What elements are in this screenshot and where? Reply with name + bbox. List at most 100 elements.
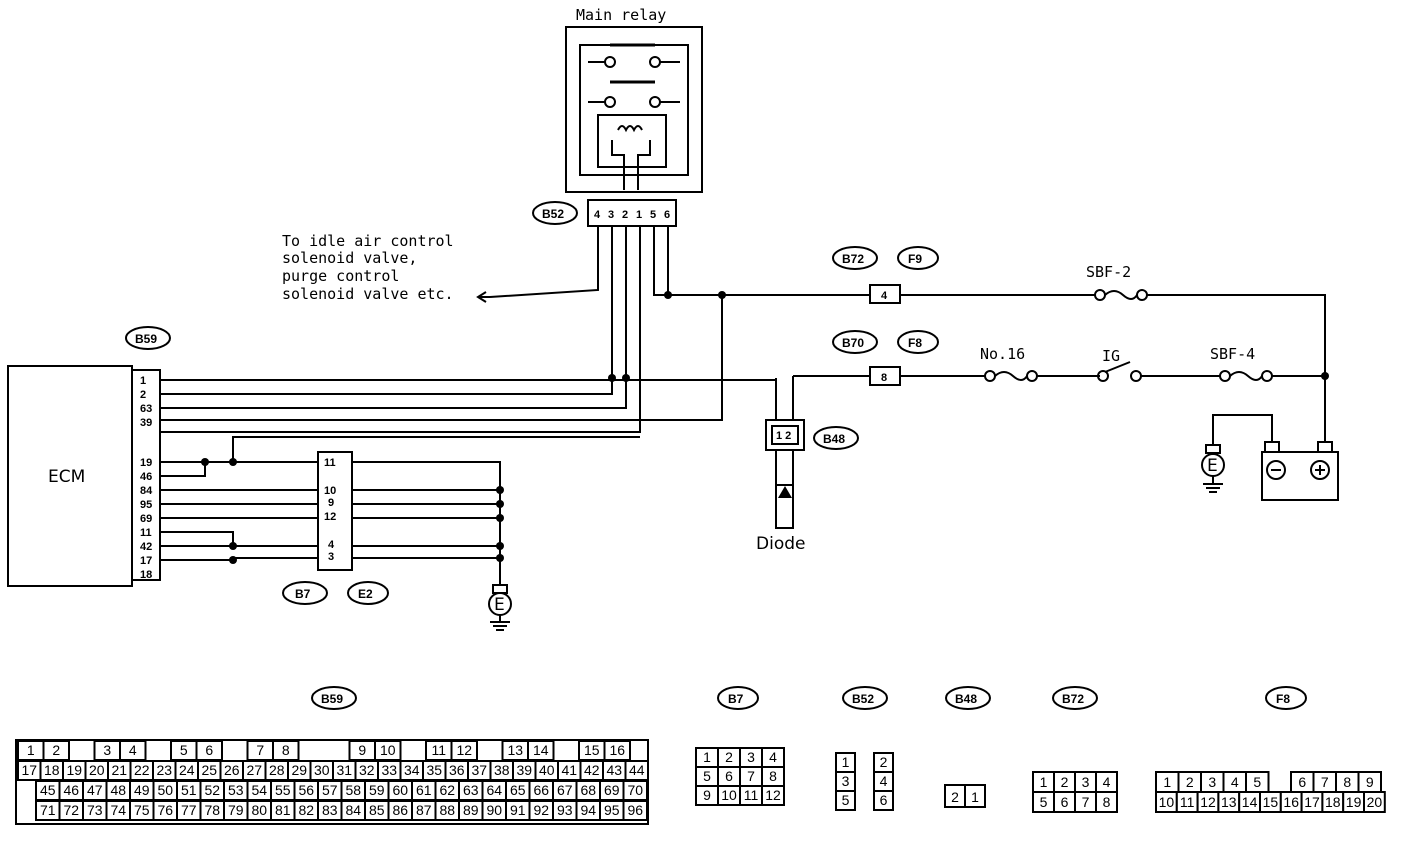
b7-pin: 9 — [328, 497, 334, 509]
b48-tag-label: B48 — [823, 432, 845, 446]
face-cell-label: 12 — [765, 787, 781, 803]
face-cell-label: 43 — [606, 762, 622, 778]
face-cell-label: 67 — [557, 782, 573, 798]
face-cell-label: 2 — [880, 754, 888, 770]
face-cell-label: 7 — [1082, 794, 1090, 810]
face-cell-label: 6 — [1298, 774, 1306, 790]
ecm-pin: 11 — [140, 527, 152, 539]
ecm-pin: 46 — [140, 471, 152, 483]
relay-pin: 6 — [664, 209, 670, 221]
wire-17 — [160, 557, 320, 561]
face-cell-label: 50 — [157, 782, 173, 798]
face-cell-label: 42 — [584, 762, 600, 778]
face-cell-label: 62 — [439, 782, 455, 798]
junction — [229, 542, 237, 550]
face-cell-label: 35 — [426, 762, 442, 778]
face-cell-label: 8 — [282, 742, 290, 758]
face-cell-label: 36 — [449, 762, 465, 778]
face-cell-label: 4 — [769, 749, 777, 765]
face-cell-label: 74 — [110, 802, 126, 818]
face-cell-label: 59 — [369, 782, 385, 798]
main-relay-title: Main relay — [576, 6, 666, 24]
face-cell — [1363, 791, 1386, 813]
face-cell-label: 57 — [322, 782, 338, 798]
face-cell-label: 40 — [539, 762, 555, 778]
face-cell-label: 47 — [87, 782, 103, 798]
face-cell-label: 30 — [314, 762, 330, 778]
face-cell-label: 55 — [275, 782, 291, 798]
face-cell-label: 81 — [275, 802, 291, 818]
f8-face-tag — [1265, 686, 1307, 710]
face-cell-label: 5 — [180, 742, 188, 758]
wire-battery — [1147, 294, 1326, 445]
face-cell-label: 77 — [181, 802, 197, 818]
face-cell — [964, 784, 986, 808]
ecm-pin: 69 — [140, 513, 152, 525]
face-cell-label: 45 — [40, 782, 56, 798]
face-cell-label: 9 — [703, 787, 711, 803]
face-cell-label: 60 — [392, 782, 408, 798]
wire-b7-ground — [352, 461, 501, 590]
ecm-pin: 42 — [140, 541, 152, 553]
b70-tag — [832, 330, 878, 354]
face-cell-label: 18 — [44, 762, 60, 778]
face-cell-label: 10 — [721, 787, 737, 803]
face-cell-label: 29 — [291, 762, 307, 778]
face-cell-label: 1 — [842, 754, 850, 770]
face-cell-label: 28 — [269, 762, 285, 778]
wire-ecm-63 — [160, 380, 627, 409]
face-cell-label: 76 — [157, 802, 173, 818]
face-cell-label: 20 — [89, 762, 105, 778]
wire-ecm-19-46 — [160, 461, 206, 477]
ecm-label: ECM — [48, 467, 85, 487]
face-cell-label: 3 — [747, 749, 755, 765]
face-cell-label: 9 — [358, 742, 366, 758]
face-cell-label: 2 — [1061, 774, 1069, 790]
no16-fuse — [984, 370, 1038, 382]
note-line-3: purge control — [282, 267, 399, 285]
face-cell-label: 75 — [134, 802, 150, 818]
face-cell-label: 8 — [1103, 794, 1111, 810]
diode-body — [775, 450, 794, 529]
face-cell — [835, 790, 856, 811]
face-cell-label: 5 — [703, 768, 711, 784]
face-cell-label: 48 — [110, 782, 126, 798]
face-cell-label: 69 — [604, 782, 620, 798]
ecm-pin: 18 — [140, 569, 152, 581]
wire-relay-5 — [653, 226, 870, 296]
b7-tag — [282, 581, 328, 605]
face-cell-label: 23 — [156, 762, 172, 778]
relay-pin: 3 — [608, 209, 614, 221]
face-cell-label: 51 — [181, 782, 197, 798]
note-line-4: solenoid valve etc. — [282, 285, 454, 303]
face-cell-label: 16 — [609, 742, 625, 758]
face-cell-label: 15 — [584, 742, 600, 758]
face-cell-label: 73 — [87, 802, 103, 818]
face-cell-label: 37 — [471, 762, 487, 778]
ecm-pin: 1 — [140, 375, 146, 387]
face-cell-label: 1 — [703, 749, 711, 765]
face-cell-label: 12 — [1200, 794, 1216, 810]
face-cell-label: 92 — [533, 802, 549, 818]
face-cell-label: 5 — [1253, 774, 1261, 790]
relay-pin: 5 — [650, 209, 656, 221]
face-cell-label: 19 — [66, 762, 82, 778]
face-cell-label: 93 — [557, 802, 573, 818]
note-line-2: solenoid valve, — [282, 249, 417, 267]
face-cell-label: 5 — [1040, 794, 1048, 810]
e2-tag — [347, 581, 389, 605]
face-cell-label: 14 — [1242, 794, 1258, 810]
face-cell-label: 8 — [769, 768, 777, 784]
b48-tag — [813, 426, 859, 450]
b72-tag — [832, 246, 878, 270]
face-cell — [1095, 791, 1118, 813]
ecm-pin: 2 — [140, 389, 146, 401]
face-cell-label: 39 — [516, 762, 532, 778]
face-cell-label: 1 — [1040, 774, 1048, 790]
face-cell-label: 1 — [27, 742, 35, 758]
